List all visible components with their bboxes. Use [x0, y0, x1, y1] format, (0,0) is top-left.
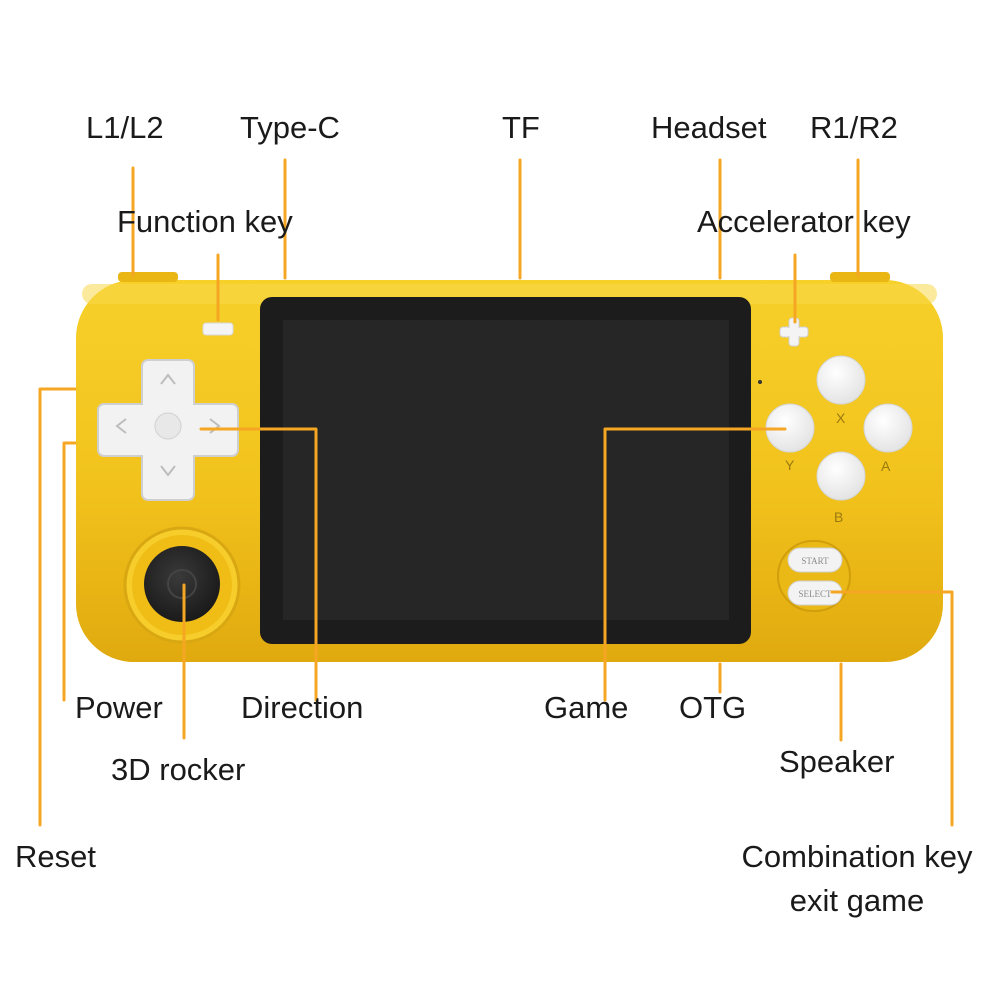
label-headset: Headset [651, 110, 767, 145]
button-y[interactable] [765, 403, 815, 453]
label-direction: Direction [241, 690, 364, 725]
label-power: Power [75, 690, 163, 725]
label-type-c: Type-C [240, 110, 340, 145]
label-combination-key: Combination key exit game [718, 841, 996, 916]
button-y-label: Y [785, 457, 795, 473]
face-buttons [765, 355, 913, 501]
button-x-label: X [836, 410, 846, 426]
label-combination-key-line2: exit game [789, 883, 925, 918]
r-shoulder [830, 272, 890, 282]
start-select-cluster [777, 540, 851, 612]
label-3d-rocker: 3D rocker [111, 752, 246, 787]
select-label: SELECT [799, 589, 833, 599]
function-key[interactable] [202, 322, 234, 336]
start-button[interactable] [787, 547, 843, 573]
label-function-key: Function key [117, 204, 293, 239]
label-otg: OTG [679, 690, 747, 725]
label-r1r2: R1/R2 [810, 110, 898, 145]
button-x[interactable] [816, 355, 866, 405]
label-combination-key-line1: Combination key [741, 839, 973, 874]
l-shoulder [118, 272, 178, 282]
button-b[interactable] [816, 451, 866, 501]
label-speaker: Speaker [779, 744, 895, 779]
screen [283, 320, 729, 620]
label-accelerator-key: Accelerator key [697, 204, 911, 239]
label-reset: Reset [15, 839, 96, 874]
button-a[interactable] [863, 403, 913, 453]
d-pad[interactable] [97, 359, 239, 501]
label-tf: TF [502, 110, 540, 145]
button-a-label: A [881, 458, 891, 474]
label-l1l2: L1/L2 [86, 110, 164, 145]
button-b-label: B [834, 509, 843, 525]
accelerator-key[interactable] [779, 317, 809, 347]
analog-stick[interactable] [123, 526, 241, 644]
start-label: START [801, 556, 829, 566]
label-game: Game [544, 690, 629, 725]
